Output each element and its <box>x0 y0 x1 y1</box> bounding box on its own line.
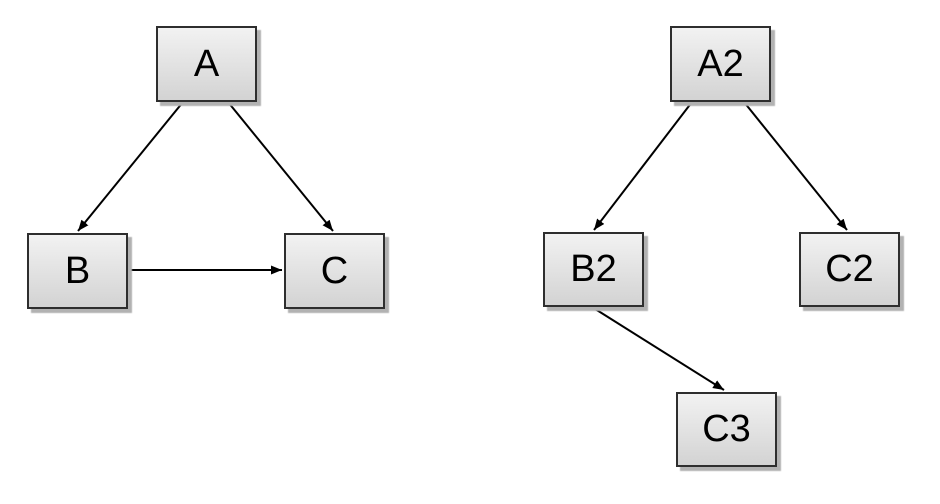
node-label-C3: C3 <box>702 408 751 450</box>
edge-B2-C3[interactable] <box>591 306 725 391</box>
edge-A-C[interactable] <box>227 101 334 232</box>
edge-A2-C2[interactable] <box>743 101 848 231</box>
node-C3[interactable]: C3 <box>676 392 777 467</box>
edge-A-B[interactable] <box>77 101 184 232</box>
node-label-A: A <box>193 42 220 85</box>
node-label-B2: B2 <box>570 248 617 290</box>
node-C[interactable]: C <box>284 233 385 309</box>
edge-A2-B2[interactable] <box>593 101 693 231</box>
node-A[interactable]: A <box>156 26 257 102</box>
node-A2[interactable]: A2 <box>670 26 771 102</box>
node-label-B: B <box>64 249 91 292</box>
node-label-C: C <box>320 249 349 292</box>
node-C2[interactable]: C2 <box>799 232 900 307</box>
node-label-C2: C2 <box>825 248 874 290</box>
node-label-A2: A2 <box>697 42 744 85</box>
node-B[interactable]: B <box>27 233 128 309</box>
node-B2[interactable]: B2 <box>543 232 644 307</box>
